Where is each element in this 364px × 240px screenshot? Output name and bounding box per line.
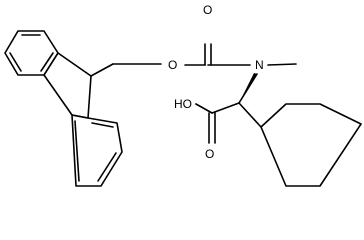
fluorene-lower-ring-double-bond <box>74 120 80 182</box>
cyclohexyl-ring <box>260 103 362 187</box>
fluorene-upper-ring-double-bond <box>40 52 54 72</box>
ester-oxygen-label: O <box>168 58 177 72</box>
fluorene-lower-benzene-ring <box>71 114 123 187</box>
carboxyl-carbon-to-hydroxyl-bond <box>195 103 213 114</box>
alpha-carbon-stereo-wedge <box>239 73 257 103</box>
fluorenyl-ch-to-ch2-bond <box>90 63 114 77</box>
nitrogen-label: N <box>255 58 264 72</box>
n-methyl-amino-acid <box>195 63 297 144</box>
hydroxyl-label: HO <box>174 97 192 111</box>
nitrogen-to-methyl-bond <box>267 63 297 66</box>
carbonyl-oxygen-label: O <box>203 3 212 17</box>
fluorene-upper-benzene-ring <box>4 30 59 76</box>
fmoc-linker <box>90 43 251 77</box>
fluorene-upper-ring-double-bond <box>9 52 22 72</box>
structural-formula: O O N HO O <box>4 3 362 187</box>
fluorene-lower-ring-double-bond <box>97 152 117 182</box>
alpha-carbon-to-cyclohexyl-bond <box>238 102 262 128</box>
fluorene-lower-ring-double-bond <box>91 122 114 128</box>
fluorene-five-membered-ring <box>43 52 92 119</box>
carboxyl-oxygen-label: O <box>205 147 214 161</box>
alpha-carbon-to-carboxyl-carbon-bond <box>211 102 240 114</box>
fluorene-group <box>4 30 123 187</box>
